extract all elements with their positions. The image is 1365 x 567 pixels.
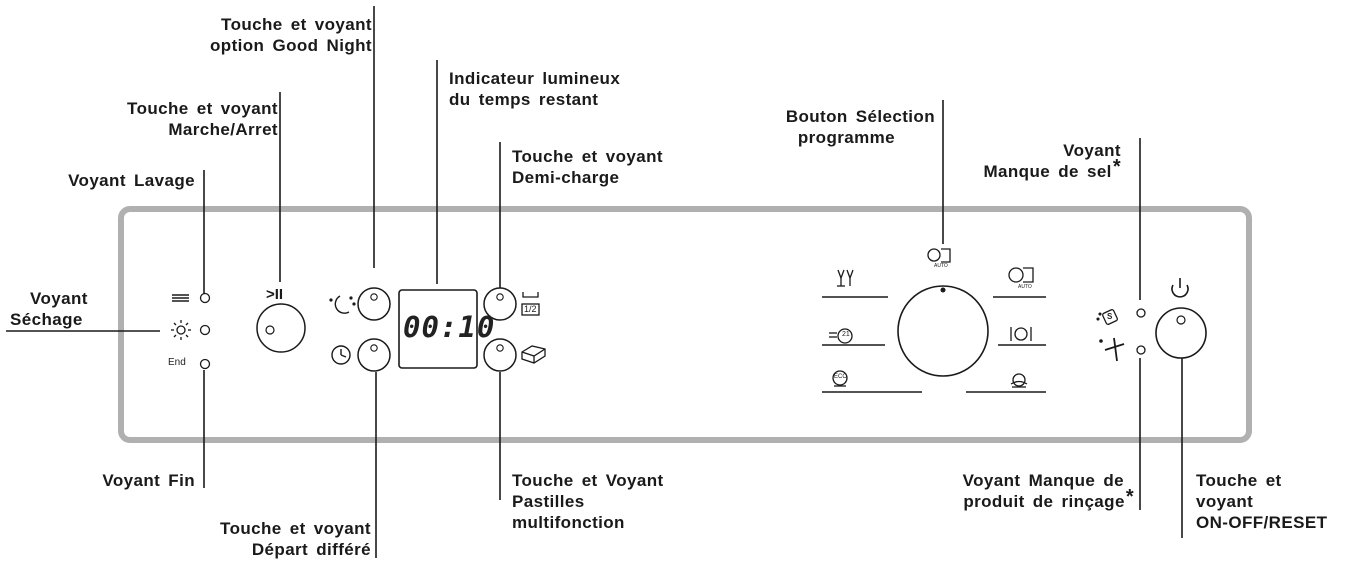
label-depart-differe-line2: Départ différé (251, 540, 371, 559)
moon-icon (329, 295, 356, 314)
lamp-manque-sel (1136, 308, 1146, 318)
sun-icon (171, 320, 191, 340)
label-manque-sel: Voyant Manque de sel* (983, 140, 1121, 182)
label-temps-restant: Indicateur lumineux du temps restant (449, 68, 620, 110)
label-pastilles-line1: Touche et Voyant (512, 471, 664, 490)
program-21-icon (829, 328, 853, 344)
rinse-icon (1010, 373, 1028, 388)
auto-top-text: AUTO (934, 263, 948, 269)
lamp-lavage (199, 292, 211, 304)
label-on-off-line1: Touche et (1196, 471, 1282, 490)
label-good-night-line2: option Good Night (210, 36, 372, 55)
label-good-night-line1: Touche et voyant (221, 15, 372, 34)
label-manque-rincage-line1: Voyant Manque de (962, 471, 1124, 490)
plate-icon (1010, 327, 1032, 341)
label-demi-charge-line2: Demi-charge (512, 168, 620, 187)
label-on-off-line3: ON-OFF/RESET (1196, 513, 1328, 532)
label-manque-rincage-text: produit de rinçage (963, 492, 1125, 511)
label-manque-sel-line2: Manque de sel* (983, 157, 1121, 182)
tablet-button (483, 338, 517, 372)
label-fin: Voyant Fin (102, 470, 195, 491)
label-manque-sel-line1: Voyant (1063, 141, 1121, 160)
delay-start-button (357, 338, 391, 372)
label-manque-rincage-line2: produit de rinçage* (963, 487, 1134, 512)
half-load-button (483, 287, 517, 321)
label-manque-rincage: Voyant Manque de produit de rinçage* (963, 470, 1134, 512)
end-indicator-text: End (168, 357, 186, 368)
lamp-sechage (199, 324, 211, 336)
label-depart-differe-line1: Touche et voyant (220, 519, 371, 538)
sparkle-icon (1099, 337, 1125, 362)
footnote-mark: * (1125, 486, 1134, 508)
half-load-text: 1/2 (524, 304, 537, 314)
half-load-icon (521, 292, 540, 316)
label-lavage: Voyant Lavage (68, 170, 195, 191)
label-lavage-line1: Voyant Lavage (68, 171, 195, 190)
program-auto-right-icon (1008, 267, 1034, 283)
label-sechage-line2: Séchage (10, 310, 83, 329)
label-manque-sel-text: Manque de sel (983, 162, 1112, 181)
label-pastilles-line3: multifonction (512, 513, 625, 532)
label-sechage-line1: Voyant (30, 289, 88, 308)
label-temps-restant-line1: Indicateur lumineux (449, 69, 621, 88)
glass-icon (837, 269, 854, 287)
label-temps-restant-line2: du temps restant (449, 90, 599, 109)
label-good-night: Touche et voyant option Good Night (210, 14, 372, 56)
label-on-off: Touche et voyant ON-OFF/RESET (1196, 470, 1327, 533)
tablet-icon (521, 345, 546, 364)
p21-text: 21 (842, 331, 850, 338)
label-pastilles-line2: Pastilles (512, 492, 585, 511)
clock-icon (331, 345, 351, 365)
time-display-frame (398, 289, 478, 369)
lamp-manque-rincage (1136, 345, 1146, 355)
label-demi-charge: Touche et voyant Demi-charge (512, 146, 663, 188)
label-marche-arret-line1: Touche et voyant (127, 99, 278, 118)
label-selection-programme: Bouton Sélection programme (786, 106, 935, 148)
program-selector-knob (897, 285, 989, 377)
label-sechage: Voyant Séchage (10, 288, 88, 330)
lamp-fin (199, 358, 211, 370)
power-icon (1171, 278, 1189, 298)
play-pause-icon: >II (266, 286, 284, 303)
eco-text: ECO (834, 374, 848, 380)
label-fin-line1: Voyant Fin (102, 471, 195, 490)
label-demi-charge-line1: Touche et voyant (512, 147, 663, 166)
label-marche-arret-line2: Marche/Arret (168, 120, 278, 139)
start-pause-button (256, 303, 306, 353)
good-night-button (357, 287, 391, 321)
program-auto-top-icon (927, 248, 951, 263)
footnote-mark: * (1112, 156, 1121, 178)
label-depart-differe: Touche et voyant Départ différé (220, 518, 371, 560)
label-selection-line1: Bouton Sélection (785, 107, 935, 126)
wash-lines-icon (172, 294, 189, 302)
label-marche-arret: Touche et voyant Marche/Arret (127, 98, 278, 140)
salt-icon (1096, 309, 1118, 325)
remaining-time-display: 00:10 (403, 310, 496, 344)
label-on-off-line2: voyant (1196, 492, 1254, 511)
label-selection-line2: programme (797, 128, 895, 147)
on-off-button (1155, 307, 1207, 359)
eco-icon (832, 370, 848, 387)
auto-right-text: AUTO (1018, 284, 1032, 290)
panel-frame (118, 206, 1252, 443)
salt-text: S (1107, 312, 1113, 321)
label-pastilles: Touche et Voyant Pastilles multifonction (512, 470, 664, 533)
